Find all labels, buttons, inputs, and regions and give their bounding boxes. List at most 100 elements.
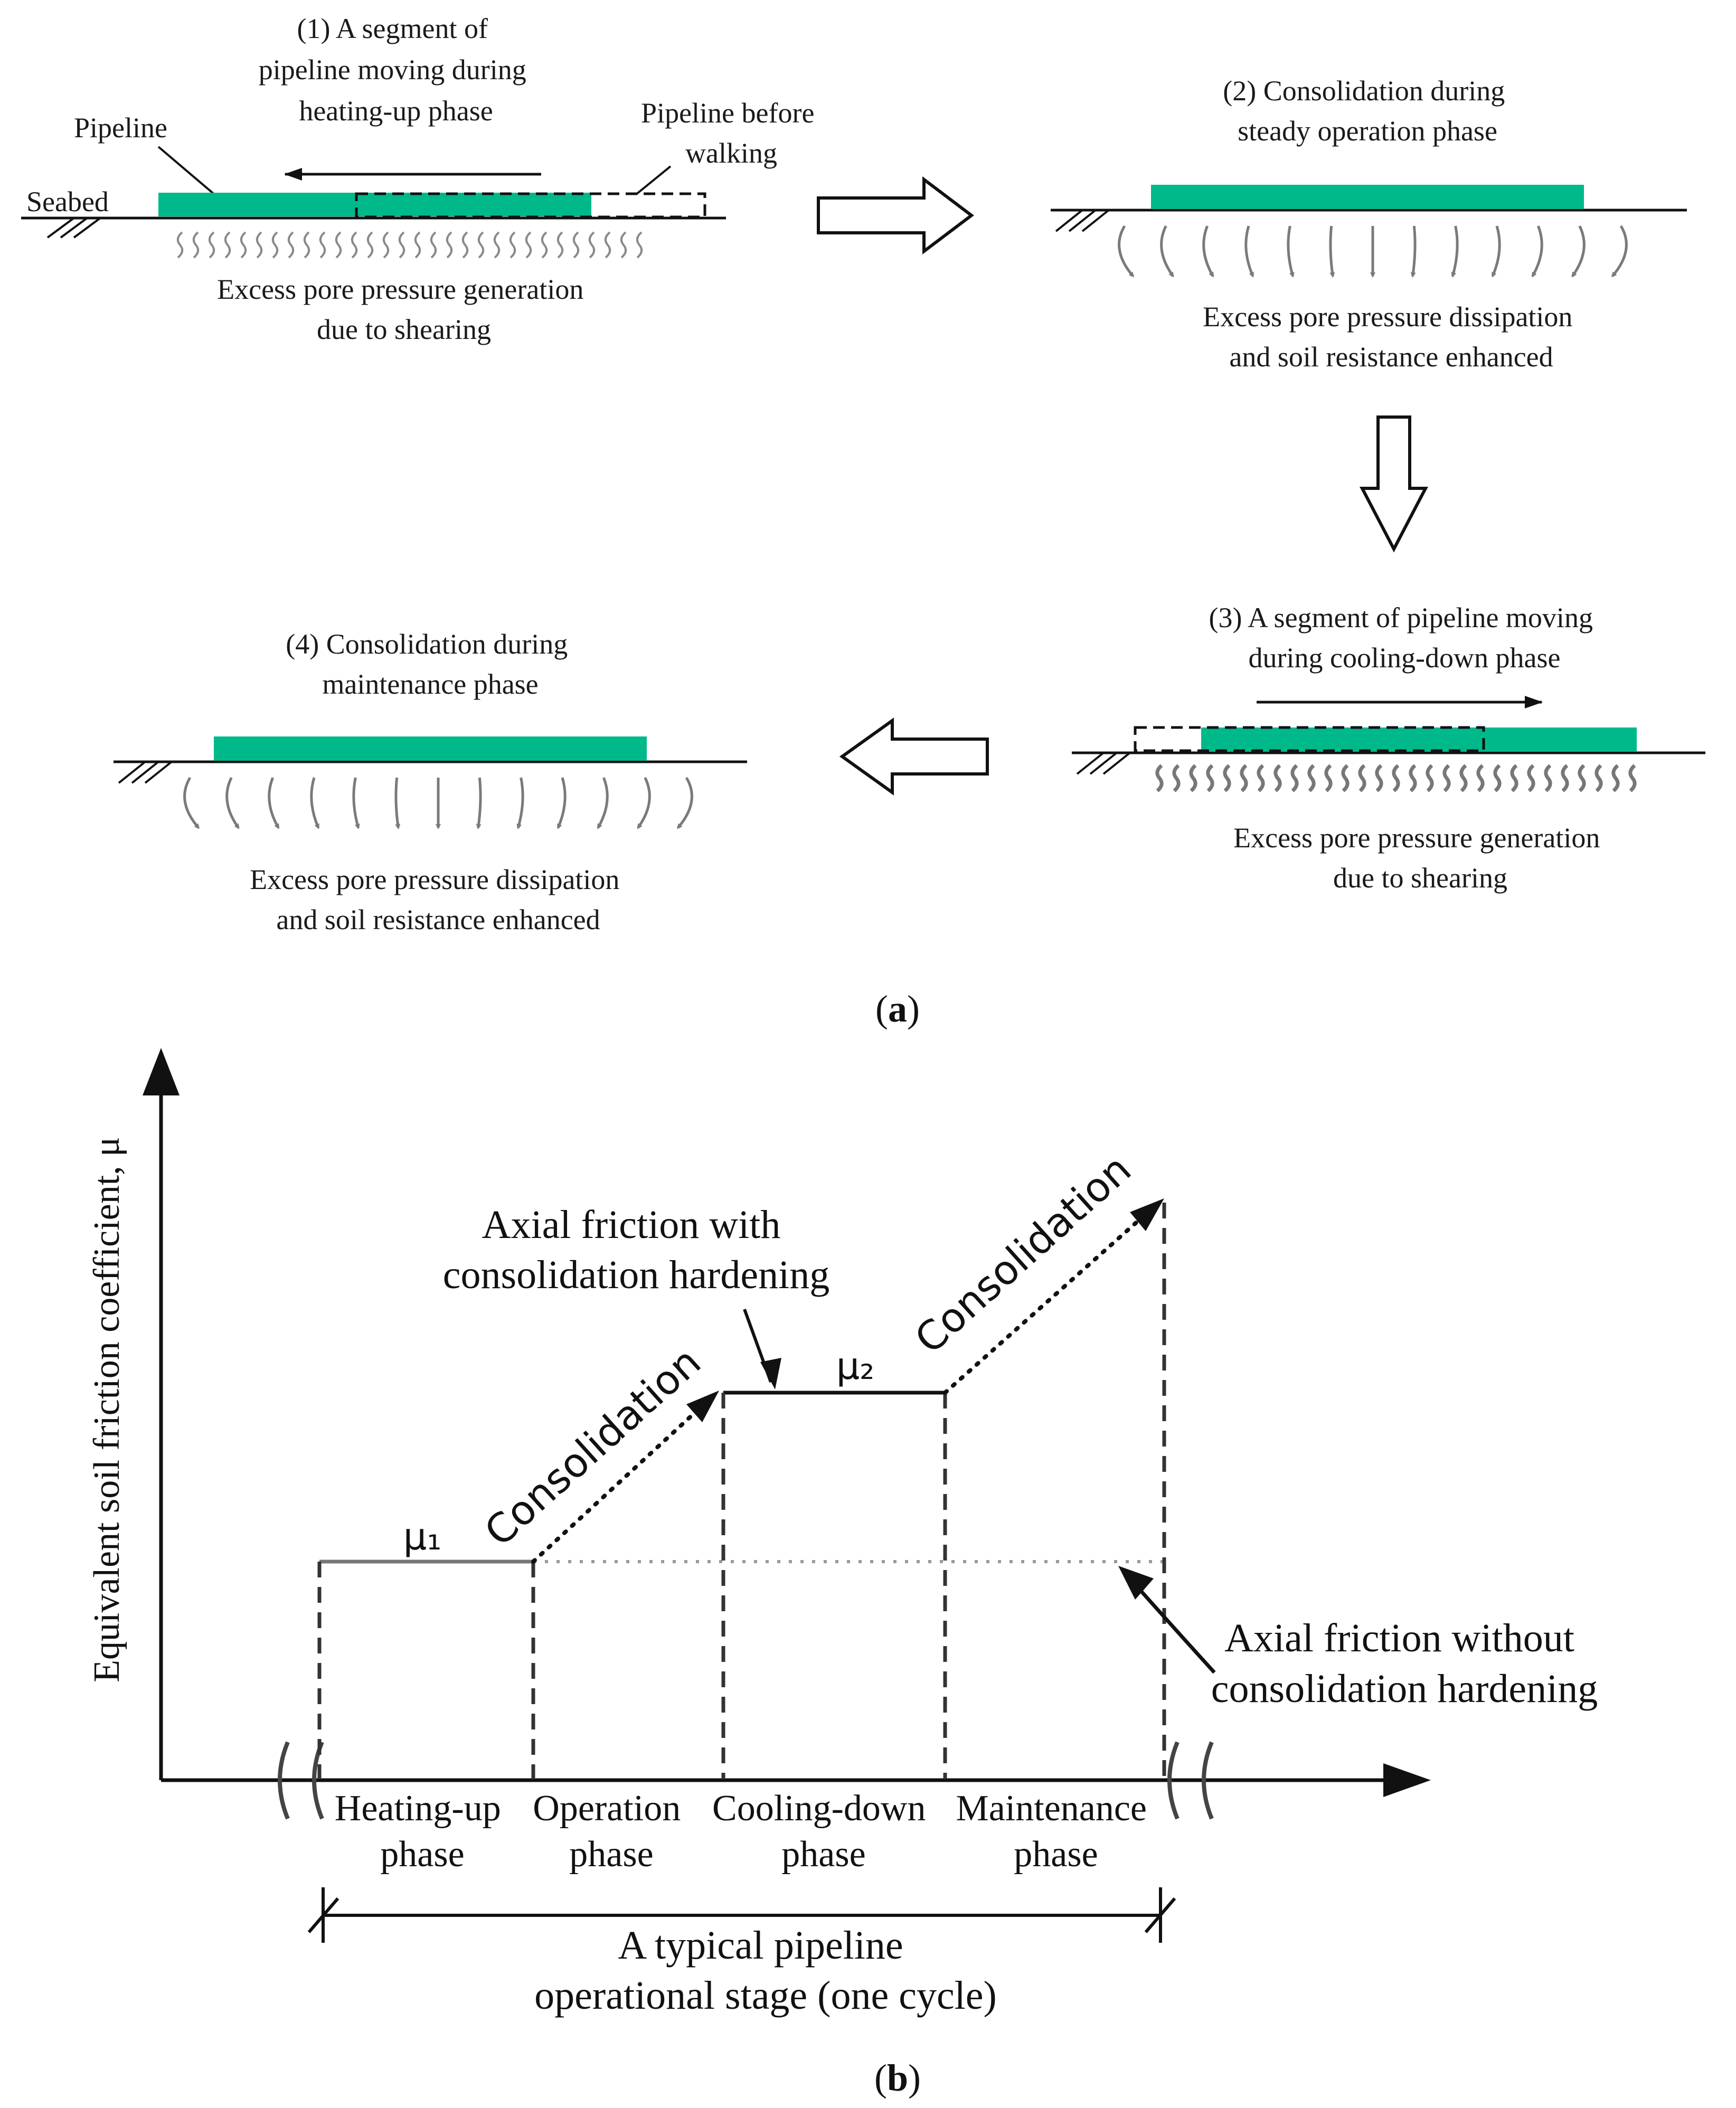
- flow-arrow-right: [817, 176, 974, 255]
- without-hardening-pointer-head: [1118, 1566, 1154, 1600]
- drainage-arrow: [1118, 225, 1134, 278]
- consolidation-arrowhead-2: [1130, 1198, 1164, 1231]
- shear-wave-mark: [1442, 764, 1451, 792]
- consolidation-arrowhead-1: [686, 1391, 719, 1422]
- drainage-arrows-2: [1118, 225, 1628, 278]
- shear-wave-mark: [1561, 764, 1569, 792]
- step1-diagram: (1) A segment of pipeline moving during …: [21, 13, 822, 345]
- shear-wave-mark: [1223, 764, 1231, 792]
- flow-arrow-down: [1360, 415, 1428, 553]
- pipeline-leader-line: [157, 146, 223, 202]
- shear-wave-mark: [1510, 764, 1518, 792]
- cycle-right-slash: [1144, 1897, 1176, 1933]
- consolidation-label-1: Consolidation: [476, 1338, 710, 1555]
- pipeline-segment-4: [214, 736, 647, 761]
- shear-wave-marks-3: [1155, 764, 1637, 792]
- step3-caption: Excess pore pressure generation due to s…: [1233, 822, 1607, 894]
- drainage-arrow: [352, 777, 360, 829]
- drainage-arrow: [225, 777, 240, 829]
- drainage-arrow: [1531, 225, 1543, 278]
- shear-wave-mark: [1240, 764, 1248, 792]
- shear-wave-mark: [1290, 764, 1299, 792]
- shear-wave-mark: [1409, 764, 1417, 792]
- consolidation-arrow-1: [531, 1392, 718, 1564]
- with-hardening-pointer-head: [760, 1358, 781, 1389]
- shear-wave-mark: [176, 231, 184, 259]
- phase-label-cooling-down: Cooling-down phase: [712, 1788, 935, 1875]
- shear-wave-mark: [335, 231, 342, 259]
- without-hardening-pointer: [1128, 1577, 1216, 1674]
- shear-wave-mark: [1595, 764, 1603, 792]
- shear-wave-mark: [1155, 764, 1164, 792]
- consolidation-arrow-2: [943, 1203, 1158, 1395]
- drainage-arrow: [1329, 225, 1335, 278]
- pipeline-prior-position-outline: [1134, 726, 1485, 752]
- drainage-arrow: [1611, 225, 1628, 278]
- shear-wave-mark: [319, 231, 326, 259]
- cycle-left-slash: [307, 1897, 339, 1933]
- shear-wave-mark: [1257, 764, 1265, 792]
- drainage-arrow: [516, 777, 524, 829]
- step4-diagram: (4) Consolidation during maintenance pha…: [114, 628, 747, 935]
- drainage-arrow: [183, 777, 200, 829]
- shear-wave-mark: [256, 231, 263, 259]
- shear-wave-mark: [541, 231, 548, 259]
- shear-wave-mark: [398, 231, 405, 259]
- seabed-hatch-1: [46, 217, 106, 239]
- shear-wave-mark: [240, 231, 247, 259]
- shear-wave-mark: [303, 231, 310, 259]
- drainage-arrows-4: [183, 777, 693, 829]
- before-leader-line: [635, 165, 672, 195]
- mu1-label: μ₁: [403, 1515, 442, 1558]
- flow-arrow-left: [839, 717, 989, 796]
- phase-label-maintenance: Maintenance phase: [956, 1788, 1156, 1875]
- without-hardening-label: Axial friction without consolidation har…: [1211, 1616, 1598, 1711]
- shear-wave-mark: [366, 231, 374, 259]
- drainage-arrow: [677, 777, 693, 829]
- shear-wave-mark: [636, 231, 643, 259]
- drainage-arrow: [637, 777, 651, 829]
- seabed-hatch-4: [118, 761, 173, 784]
- shear-wave-mark: [604, 231, 611, 259]
- shear-wave-mark: [208, 231, 215, 259]
- x-axis-arrowhead: [1383, 1763, 1431, 1797]
- step1-caption: Excess pore pressure generation due to s…: [217, 273, 591, 345]
- step4-caption: Excess pore pressure dissipation and soi…: [250, 864, 627, 935]
- shear-wave-mark: [1493, 764, 1502, 792]
- shear-wave-mark: [1544, 764, 1552, 792]
- shear-wave-mark: [1426, 764, 1434, 792]
- drainage-arrow: [1202, 225, 1214, 278]
- drainage-arrow: [1287, 225, 1295, 278]
- shear-wave-mark: [1358, 764, 1366, 792]
- pipeline-before-walking-outline: [355, 192, 706, 219]
- panel-b: Equivalent soil friction coefficient, μ …: [87, 1048, 1598, 2099]
- drainage-arrow: [1160, 225, 1174, 278]
- drainage-arrow: [597, 777, 609, 829]
- shear-wave-mark: [351, 231, 358, 259]
- shear-wave-mark: [1628, 764, 1637, 792]
- shear-wave-mark: [1459, 764, 1468, 792]
- shear-wave-mark: [509, 231, 516, 259]
- pipeline-label: Pipeline: [74, 112, 167, 144]
- phase-boundaries: [317, 1203, 1166, 1779]
- shear-wave-mark: [588, 231, 596, 259]
- shear-wave-mark: [271, 231, 279, 259]
- drainage-arrow: [1451, 225, 1459, 278]
- step2-title: (2) Consolidation during steady operatio…: [1223, 75, 1512, 147]
- cycle-label: A typical pipeline operational stage (on…: [534, 1923, 997, 2018]
- drainage-arrow: [1571, 225, 1586, 278]
- shear-wave-mark: [620, 231, 627, 259]
- y-axis-arrowhead: [143, 1048, 180, 1095]
- panel-a: (1) A segment of pipeline moving during …: [21, 13, 1705, 1030]
- shear-wave-mark: [224, 231, 231, 259]
- consolidation-label-2: Consolidation: [906, 1145, 1140, 1363]
- shear-wave-mark: [461, 231, 469, 259]
- phase-label-heating-up: Heating-up phase: [335, 1788, 510, 1875]
- shear-wave-mark: [1324, 764, 1333, 792]
- shear-wave-marks-1: [176, 231, 643, 259]
- shear-wave-mark: [1392, 764, 1400, 792]
- seabed-hatch-3: [1076, 752, 1131, 775]
- step2-caption: Excess pore pressure dissipation and soi…: [1203, 301, 1580, 373]
- pipeline-before-label: Pipeline before walking: [641, 97, 822, 169]
- shear-wave-mark: [414, 231, 421, 259]
